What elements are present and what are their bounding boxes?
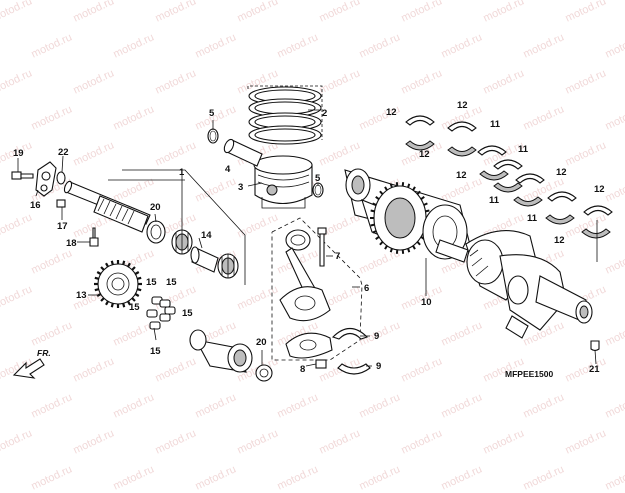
crankshaft[interactable] bbox=[345, 169, 470, 262]
diagram-reference-code: MFPEE1500 bbox=[505, 369, 553, 379]
callout-11-a: 11 bbox=[490, 119, 501, 130]
callout-2: 2 bbox=[322, 108, 327, 119]
callout-14: 14 bbox=[201, 230, 212, 241]
key-21[interactable] bbox=[591, 341, 599, 351]
primary-gear[interactable] bbox=[94, 260, 142, 308]
conrod-nut[interactable] bbox=[316, 360, 326, 368]
callout-1: 1 bbox=[179, 167, 185, 178]
callout-20-lower: 20 bbox=[256, 337, 267, 348]
conrod-bearing-upper[interactable] bbox=[333, 329, 367, 340]
conrod-bolt[interactable] bbox=[318, 228, 326, 266]
bolt-18[interactable] bbox=[90, 228, 98, 246]
callout-21: 21 bbox=[589, 364, 600, 375]
piston[interactable] bbox=[254, 156, 312, 208]
needle-bearing-2[interactable] bbox=[218, 254, 238, 278]
callout-15-a: 15 bbox=[146, 277, 157, 288]
callout-11-c: 11 bbox=[489, 195, 500, 206]
callout-11-b: 11 bbox=[518, 144, 529, 155]
callout-17: 17 bbox=[57, 221, 68, 232]
front-direction-arrow-icon bbox=[14, 359, 44, 378]
callout-3: 3 bbox=[238, 182, 243, 193]
piston-ring-set[interactable] bbox=[249, 87, 321, 144]
callout-22: 22 bbox=[58, 147, 69, 158]
callout-10: 10 bbox=[421, 297, 432, 308]
primary-drive-hub[interactable] bbox=[190, 330, 252, 372]
primary-shaft[interactable] bbox=[63, 180, 150, 232]
callout-4: 4 bbox=[225, 164, 231, 175]
callout-11-d: 11 bbox=[527, 213, 538, 224]
callout-15-b: 15 bbox=[166, 277, 177, 288]
counter-balancer[interactable] bbox=[466, 231, 592, 338]
callout-12-c: 12 bbox=[419, 149, 430, 160]
pin-17[interactable] bbox=[57, 200, 65, 207]
piston-pin[interactable] bbox=[222, 138, 262, 166]
conrod-cap[interactable] bbox=[286, 333, 332, 358]
callout-5-upper: 5 bbox=[209, 108, 215, 119]
callout-19: 19 bbox=[13, 148, 24, 159]
callout-15-e: 15 bbox=[150, 346, 161, 357]
callout-15-d: 15 bbox=[182, 308, 193, 319]
callout-20-upper: 20 bbox=[150, 202, 161, 213]
front-direction-label: FR. bbox=[37, 348, 51, 358]
callout-15-c: 15 bbox=[129, 302, 140, 313]
callout-12-d: 12 bbox=[456, 170, 467, 181]
bushing-14[interactable] bbox=[191, 247, 218, 272]
callout-12-g: 12 bbox=[554, 235, 565, 246]
callout-9-lower: 9 bbox=[376, 361, 381, 372]
conrod-bearing-lower[interactable] bbox=[338, 364, 370, 374]
callout-12-b: 12 bbox=[457, 100, 468, 111]
piston-pin-clip-upper[interactable] bbox=[208, 129, 218, 143]
callout-6: 6 bbox=[364, 283, 369, 294]
callout-8: 8 bbox=[300, 364, 305, 375]
bolt-19[interactable] bbox=[12, 172, 33, 179]
exploded-view-drawing: 5 4 2 3 5 1 22 19 16 17 18 20 14 13 15 1… bbox=[0, 0, 625, 468]
callout-12-f: 12 bbox=[594, 184, 605, 195]
callout-9-upper: 9 bbox=[374, 331, 379, 342]
callout-12-e: 12 bbox=[556, 167, 567, 178]
callout-12-a: 12 bbox=[386, 107, 397, 118]
callout-13: 13 bbox=[76, 290, 87, 301]
washer-22[interactable] bbox=[57, 172, 65, 184]
callout-18: 18 bbox=[66, 238, 77, 249]
damper-spring-set[interactable] bbox=[147, 297, 175, 329]
callout-5-lower: 5 bbox=[315, 173, 321, 184]
collar-20[interactable] bbox=[147, 221, 165, 243]
shift-arm[interactable] bbox=[36, 162, 56, 196]
needle-bearing-1[interactable] bbox=[172, 230, 192, 254]
callout-16: 16 bbox=[30, 200, 41, 211]
collar-20-lower[interactable] bbox=[256, 365, 272, 381]
callout-7: 7 bbox=[335, 251, 340, 262]
